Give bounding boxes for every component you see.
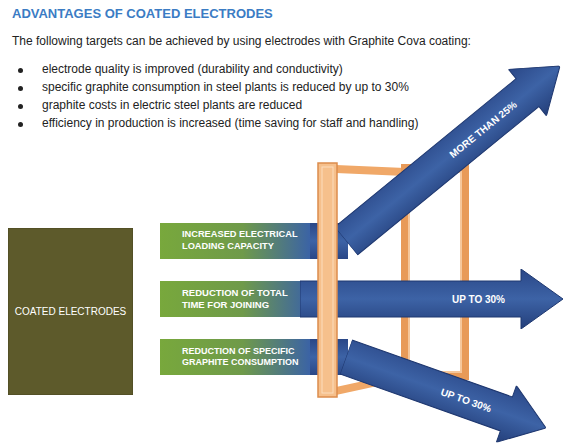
bullet-text: electrode quality is improved (durabilit…	[42, 62, 562, 76]
bullet-text: specific graphite consumption in steel p…	[42, 80, 562, 94]
bullet-dot	[18, 104, 23, 109]
page-title: ADVANTAGES OF COATED ELECTRODES	[12, 6, 273, 21]
benefit-band: INCREASED ELECTRICAL LOADING CAPACITY	[160, 223, 310, 259]
bullet-dot	[18, 86, 23, 91]
percent-label: UP TO 30%	[452, 294, 505, 305]
arrow-shape	[300, 269, 563, 329]
result-arrow: UP TO 30%	[300, 269, 563, 329]
result-arrow: MORE THAN 25%	[327, 43, 570, 264]
box-label: REDUCTION OF TOTAL TIME FOR JOINING	[182, 287, 300, 311]
box-label: REDUCTION OF SPECIFIC GRAPHITE CONSUMPTI…	[182, 346, 300, 369]
benefit-band: REDUCTION OF TOTAL TIME FOR JOINING	[160, 281, 310, 317]
box-label: INCREASED ELECTRICAL LOADING CAPACITY	[182, 229, 300, 252]
benefit-band: REDUCTION OF SPECIFIC GRAPHITE CONSUMPTI…	[160, 339, 310, 375]
box-label: COATED ELECTRODES	[15, 306, 127, 317]
percent-label: MORE THAN 25%	[447, 98, 518, 159]
result-arrow: UP TO 30%	[336, 329, 556, 444]
percent-label: UP TO 30%	[440, 386, 494, 414]
bullet-dot	[18, 68, 23, 73]
bullet-dot	[18, 122, 23, 127]
source-box: COATED ELECTRODES	[8, 228, 133, 395]
intro-text: The following targets can be achieved by…	[12, 34, 562, 48]
